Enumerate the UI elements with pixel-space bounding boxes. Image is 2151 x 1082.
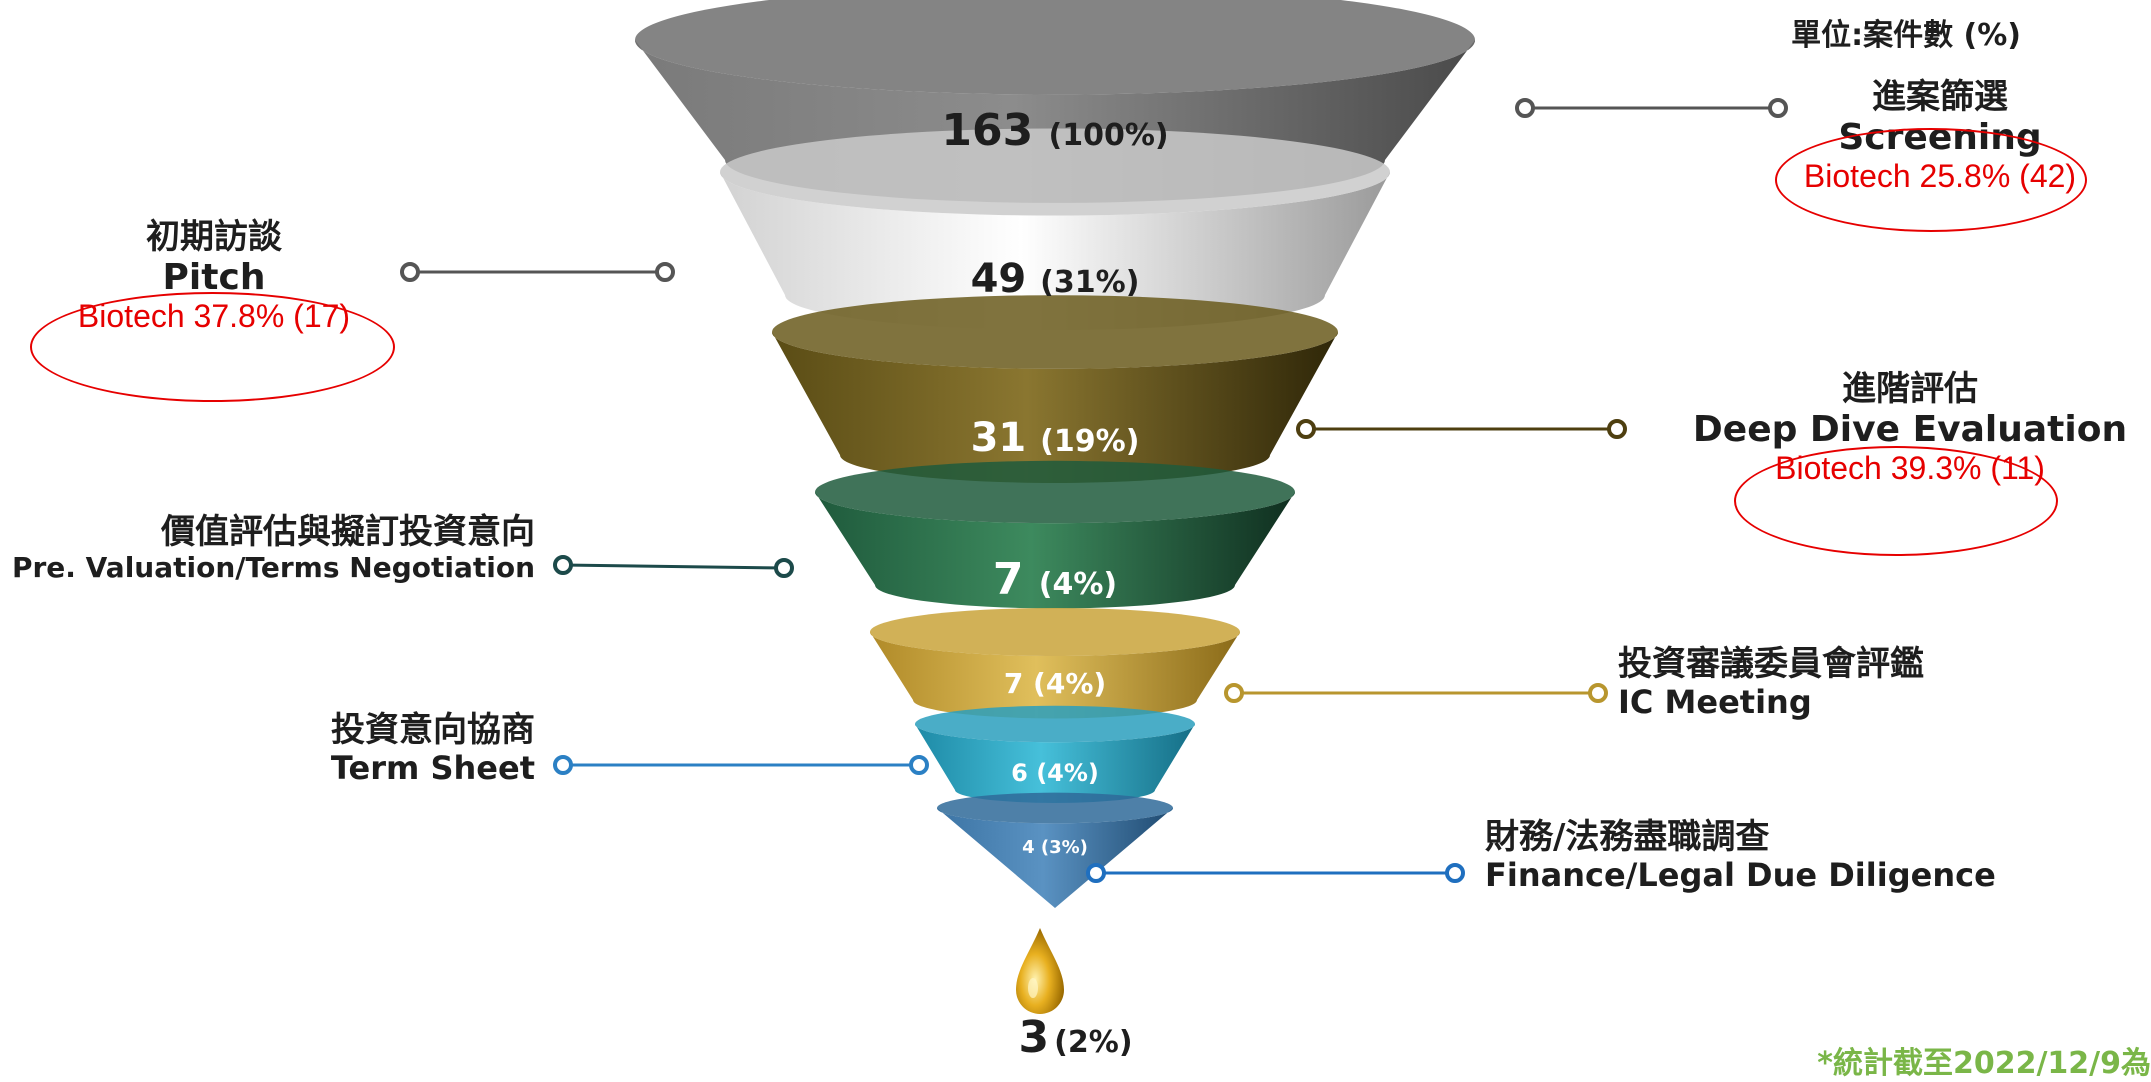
tier-percent: (100%): [1049, 118, 1169, 153]
connector-dot: [1515, 98, 1535, 118]
tier-rim: [937, 792, 1173, 824]
connector-dot: [1086, 863, 1106, 883]
tier-value-label: 4 (3%): [1022, 837, 1088, 858]
tier-percent: (4%): [1036, 759, 1099, 787]
tier-value-label: 7 (4%): [1004, 667, 1106, 700]
stage-en-label: IC Meeting: [1618, 683, 1812, 722]
final-pct: (2%): [1054, 1025, 1133, 1060]
connector-line: [553, 555, 794, 578]
connector-dot: [909, 755, 929, 775]
stage-label-due-diligence: 財務/法務盡職調查 Finance/Legal Due Diligence: [1485, 817, 2085, 895]
tier-count: 31: [971, 415, 1041, 461]
tier-count: 163: [941, 105, 1048, 156]
connector-dot: [553, 555, 573, 575]
connector-dot: [1588, 683, 1608, 703]
stage-en-label: Pre. Valuation/Terms Negotiation: [11, 551, 535, 585]
tier-count: 4: [1022, 837, 1041, 858]
funnel-tier-7: [937, 792, 1173, 908]
connector-dot: [1607, 419, 1627, 439]
tier-rim: [815, 460, 1295, 524]
connector-line: [1224, 683, 1608, 703]
unit-note: 單位:案件數 (%): [1791, 18, 2021, 53]
stage-zh-label: 投資審議委員會評鑑: [1618, 644, 1924, 684]
oil-drop-icon: [1016, 928, 1064, 1014]
stage-en-label: Deep Dive Evaluation: [1692, 409, 2128, 451]
tier-rim: [915, 705, 1195, 743]
final-count: 3: [1018, 1012, 1050, 1063]
tier-rim: [635, 0, 1475, 95]
tier-percent: (4%): [1039, 567, 1117, 602]
tier-value-label: 31 (19%): [971, 415, 1140, 461]
connector-line: [1086, 863, 1465, 883]
tier-rim: [870, 607, 1240, 657]
connector-line: [553, 755, 929, 775]
connector-dot: [400, 262, 420, 282]
stage-zh-label: 進案篩選: [1872, 77, 2008, 117]
connector-dot: [1296, 419, 1316, 439]
funnel-tier-6: [915, 705, 1195, 803]
stage-zh-label: 投資意向協商: [331, 710, 535, 750]
stage-label-ic-meeting: 投資審議委員會評鑑 IC Meeting: [1618, 644, 2118, 722]
connector-dot: [553, 755, 573, 775]
connector-dot: [1445, 863, 1465, 883]
stage-en-label: Finance/Legal Due Diligence: [1485, 856, 1996, 895]
tier-count: 49: [971, 256, 1041, 302]
funnel-tier-5: [870, 607, 1240, 719]
tier-count: 7: [1004, 667, 1033, 700]
funnel-tier-2: [720, 128, 1390, 331]
stage-label-term-sheet: 投資意向協商 Term Sheet: [180, 710, 535, 788]
footnote: *統計截至2022/12/9為: [1817, 1046, 2151, 1081]
tier-count: 7: [993, 554, 1039, 605]
tier-percent: (31%): [1040, 265, 1139, 300]
connector-line: [1296, 419, 1627, 439]
connector-dot: [1768, 98, 1788, 118]
tier-count: 6: [1011, 759, 1036, 787]
connector-dot: [655, 262, 675, 282]
tier-percent: (3%): [1041, 837, 1088, 858]
stage-zh-label: 進階評估: [1842, 369, 1978, 409]
stage-zh-label: 價值評估與擬訂投資意向: [161, 512, 535, 552]
connector-line: [400, 262, 675, 282]
tier-rim: [772, 295, 1338, 369]
connector-dot: [774, 558, 794, 578]
connector-dot: [1224, 683, 1244, 703]
stage-zh-label: 初期訪談: [146, 217, 282, 257]
stage-en-label: Term Sheet: [330, 749, 535, 788]
tier-rim: [720, 128, 1390, 216]
tier-percent: (4%): [1033, 667, 1106, 700]
funnel-tier-3: [772, 295, 1338, 483]
tier-value-label: 7 (4%): [993, 554, 1117, 605]
final-result: 3 (2%): [0, 1012, 2151, 1063]
connector-line: [1515, 98, 1788, 118]
highlight-oval: [30, 292, 395, 402]
highlight-oval: [1734, 446, 2058, 556]
tier-value-label: 6 (4%): [1011, 759, 1099, 787]
funnel-tier-4: [815, 460, 1295, 609]
tier-value-label: 163 (100%): [941, 105, 1168, 156]
tier-value-label: 49 (31%): [971, 256, 1140, 302]
stage-label-pre-valuation: 價值評估與擬訂投資意向 Pre. Valuation/Terms Negotia…: [0, 512, 535, 585]
highlight-oval: [1775, 128, 2087, 232]
tier-percent: (19%): [1040, 424, 1139, 459]
stage-zh-label: 財務/法務盡職調查: [1485, 817, 1770, 857]
